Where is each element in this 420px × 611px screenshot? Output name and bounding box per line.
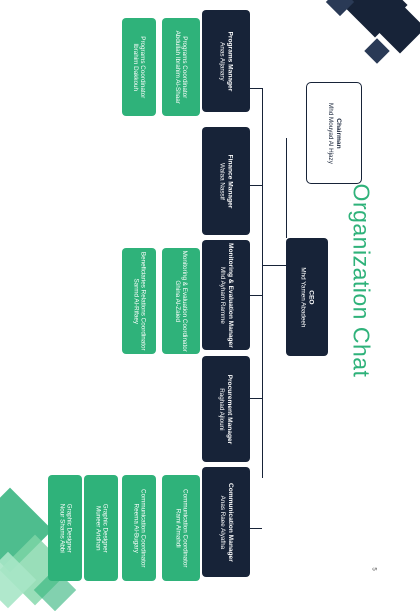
node-name: Rami Almahdi	[174, 508, 181, 548]
node-name: Sarmd Al-Rifaey	[132, 278, 140, 324]
node-name: Walaa Nassif	[218, 162, 226, 200]
node-name: Mhd Ayham Ramme	[218, 266, 226, 324]
node-name: Ibrahim Dakkouh	[132, 43, 140, 91]
node-role: Finance Manager	[226, 154, 234, 208]
node-role: Monitoring & Evaluation Manager	[226, 242, 234, 348]
node-role: Monitoring & Evaluation Coordinator	[181, 250, 189, 352]
node-name: Reema Al-Bugary	[132, 503, 139, 553]
node-name: Anas Raee Alyafha	[218, 495, 226, 549]
connector-manager-5	[250, 528, 262, 529]
node-role: Programs Coordinator	[139, 36, 147, 98]
node-role: Beneficiaries Relations Coordinator	[139, 251, 147, 351]
node-role: Communication Coordinator	[139, 488, 147, 568]
node-name: Muneer Aridhan	[94, 505, 101, 551]
node-name: Abdullah Ibrahim Al-Shaar	[174, 30, 181, 104]
node-role: Graphic Designer	[65, 503, 73, 553]
connector-manager-3	[250, 295, 262, 296]
node-role: Programs Manager	[226, 31, 234, 91]
connector-manager-4	[250, 398, 262, 399]
connector-chairman	[286, 138, 287, 238]
connector-manager-1	[250, 88, 262, 89]
node-role: Chairman	[334, 117, 342, 149]
node-name: Mhd Mouyad Al Hjazy	[326, 102, 334, 164]
node-name: Nour Shams Abbi	[58, 503, 66, 553]
node-role: Procurement Manager	[226, 374, 234, 444]
node-role: CEO	[307, 289, 315, 305]
connector-manager-2	[250, 185, 262, 186]
node-role: Communication Coordinator	[181, 488, 189, 568]
connector-ceo	[262, 265, 286, 266]
node-role: Graphic Designer	[101, 503, 109, 553]
node-role: Communication Manager	[226, 482, 234, 562]
node-name: Mhd Yamen Abadeeh	[299, 267, 307, 327]
connector-spine	[262, 88, 263, 478]
node-role: Programs Coordinator	[181, 36, 189, 98]
